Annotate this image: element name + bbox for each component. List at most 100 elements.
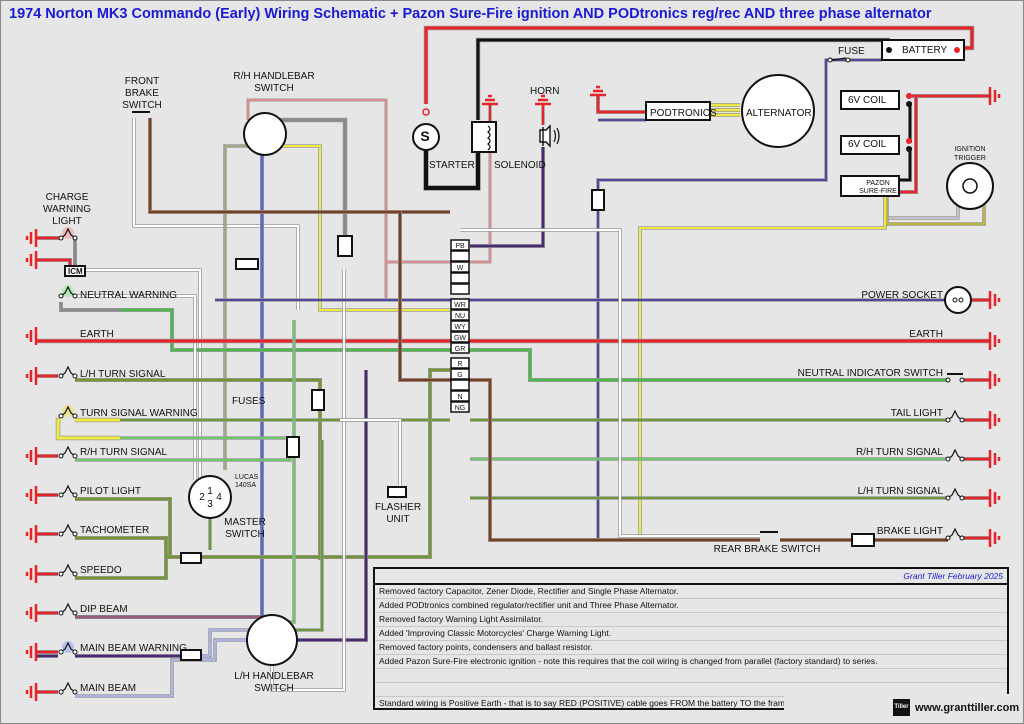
brake-feed-wire bbox=[460, 229, 760, 537]
terminal bbox=[959, 495, 965, 501]
tacho-wire-tracer bbox=[75, 537, 180, 558]
left-label-main: MAIN BEAM bbox=[80, 683, 136, 694]
pazon-box bbox=[840, 175, 900, 197]
trigger-rotor bbox=[962, 178, 978, 194]
connector-label: GW bbox=[454, 335, 466, 342]
terminal bbox=[58, 373, 64, 379]
lucas-label-2: 140SA bbox=[235, 482, 256, 489]
turn-warning-yellow-wire-outline bbox=[55, 417, 120, 441]
terminal bbox=[72, 492, 78, 498]
lhturn-r-lamp-icon bbox=[947, 487, 963, 499]
neutral-lamp-icon bbox=[60, 285, 76, 297]
terminal bbox=[945, 456, 951, 462]
terminal bbox=[58, 453, 64, 459]
rh-switch-grey-wire bbox=[278, 118, 347, 245]
connector-cell bbox=[450, 401, 470, 413]
podtronics-earth-wire bbox=[596, 95, 646, 114]
trigger-label-2: TRIGGER bbox=[954, 155, 986, 162]
brake-wire bbox=[150, 210, 760, 542]
icm-box bbox=[64, 265, 86, 277]
master-switch-label-1: MASTER bbox=[224, 517, 266, 528]
terminal bbox=[945, 417, 951, 423]
note-row: Added 'Improving Classic Motorcycles' Ch… bbox=[375, 627, 1007, 641]
lh-switch-purple-wire bbox=[290, 370, 368, 642]
pazon-positive-wire bbox=[899, 96, 918, 194]
lhturn-lamp-icon bbox=[60, 365, 76, 377]
front-brake-label-2: BRAKE bbox=[125, 88, 159, 99]
flasher-feed-wire-outline bbox=[340, 418, 402, 487]
rh-switch-label-1: R/H HANDLEBAR bbox=[233, 71, 314, 82]
connector-cell bbox=[450, 331, 470, 343]
terminal bbox=[959, 417, 965, 423]
terminal bbox=[72, 689, 78, 695]
right-label-neutral-switch: NEUTRAL INDICATOR SWITCH bbox=[798, 368, 943, 379]
master-pin-2: 2 bbox=[199, 492, 205, 503]
tacho-lamp-icon bbox=[60, 523, 76, 535]
starter-label: STARTER bbox=[429, 160, 475, 171]
terminal bbox=[945, 535, 951, 541]
terminal bbox=[72, 293, 78, 299]
coil2-label: 6V COIL bbox=[848, 139, 887, 150]
lh-handlebar-switch-icon bbox=[246, 614, 298, 666]
battery-positive-wire bbox=[424, 26, 974, 104]
flasher-label-2: UNIT bbox=[386, 514, 409, 525]
pazon-feed-wire bbox=[639, 196, 886, 540]
inline-fuse-box bbox=[286, 436, 300, 458]
connector-cell bbox=[450, 298, 470, 310]
terminal bbox=[827, 57, 833, 63]
connector-cell bbox=[450, 261, 470, 273]
lh-switch-label-1: L/H HANDLEBAR bbox=[234, 671, 313, 682]
website-link[interactable]: www.granttiller.com bbox=[915, 702, 1020, 714]
right-label-rh-turn: R/H TURN SIGNAL bbox=[856, 447, 943, 458]
socket-pin bbox=[952, 297, 958, 303]
rh-switch-fuse-box bbox=[337, 235, 353, 257]
left-label-rh-turn: R/H TURN SIGNAL bbox=[80, 447, 167, 458]
rh-switch-yellow-wire bbox=[282, 145, 450, 311]
speedo-wire-tracer bbox=[75, 559, 167, 579]
alternator-label: ALTERNATOR bbox=[746, 108, 812, 119]
connector-label: PB bbox=[455, 243, 465, 250]
fuse-label: FUSE bbox=[838, 46, 865, 57]
rhturn-r-lamp-icon bbox=[947, 448, 963, 460]
left-label-turn-warning: TURN SIGNAL WARNING bbox=[80, 408, 198, 419]
rh-switch-red-wire bbox=[247, 99, 387, 262]
connector-cell bbox=[450, 368, 470, 380]
rhturn-lamp-icon bbox=[60, 445, 76, 457]
starter-wire bbox=[424, 150, 480, 190]
terminal bbox=[906, 138, 912, 144]
coil-pazon-wire bbox=[899, 147, 912, 182]
inline-fuse-box bbox=[851, 533, 875, 547]
coil1-box bbox=[840, 90, 900, 110]
flasher-feed-wire bbox=[340, 419, 401, 487]
podtronics-box bbox=[645, 101, 711, 121]
left-label-dip: DIP BEAM bbox=[80, 604, 128, 615]
mainwarn-lamp-icon bbox=[60, 641, 76, 653]
pilot-lamp-icon bbox=[60, 484, 76, 496]
master-switch-icon bbox=[188, 475, 232, 519]
connector-cell bbox=[450, 309, 470, 321]
left-label-neutral-warning: NEUTRAL WARNING bbox=[80, 290, 177, 301]
inline-fuse-box bbox=[591, 189, 605, 211]
power-socket-icon bbox=[944, 286, 972, 314]
terminal bbox=[58, 492, 64, 498]
connector-cell bbox=[450, 283, 470, 295]
terminal bbox=[58, 531, 64, 537]
horn-label: HORN bbox=[530, 86, 559, 97]
connector-cell bbox=[450, 342, 470, 354]
connector-label: WR bbox=[454, 302, 466, 309]
connector-label: NU bbox=[455, 313, 465, 320]
lh-switch-green-wire-outline bbox=[286, 320, 296, 624]
lamp-glow bbox=[62, 285, 74, 297]
fuse-icon bbox=[831, 57, 847, 61]
horn-icon bbox=[539, 124, 551, 148]
connector-cell bbox=[450, 239, 470, 251]
horn-wire bbox=[470, 147, 545, 248]
terminal bbox=[72, 373, 78, 379]
inline-fuse-box bbox=[235, 258, 259, 270]
lucas-label-1: LUCAS bbox=[235, 474, 259, 481]
terminal bbox=[72, 235, 78, 241]
icm-label: ICM bbox=[68, 267, 83, 276]
front-brake-feed-wire bbox=[133, 118, 299, 310]
notes-panel: Grant Tiller February 2025 Removed facto… bbox=[373, 567, 1009, 710]
